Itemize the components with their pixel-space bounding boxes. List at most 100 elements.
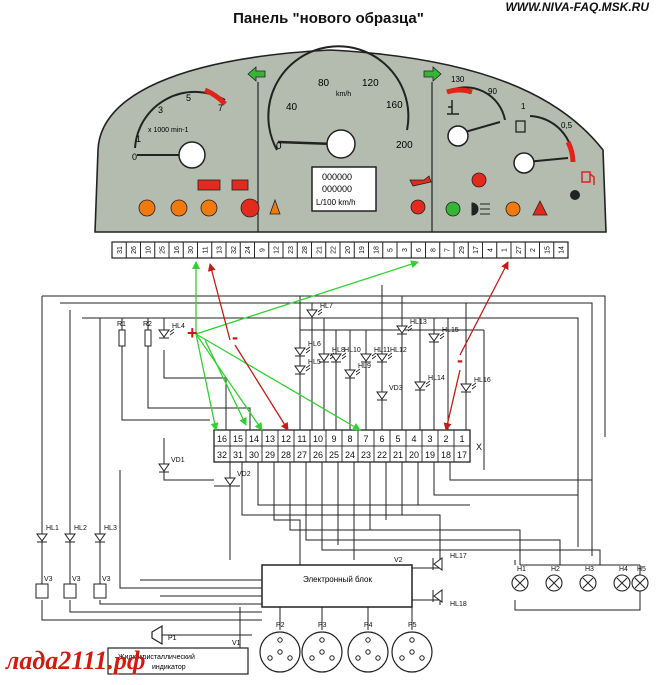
brake-pad-warning-icon (138, 199, 156, 217)
connector-pin-label: 11 (297, 434, 306, 444)
connector-pin-label: 10 (313, 434, 323, 444)
minus-sign-left: - (232, 327, 238, 347)
gauge-label: P5 (408, 622, 417, 629)
lamp-label: H4 (619, 566, 628, 573)
panel-pin-label: 19 (359, 246, 366, 254)
tacho-tick-5: 5 (186, 93, 191, 103)
connector-pin-label: 12 (281, 434, 291, 444)
panel-pin-label: 9 (259, 248, 266, 252)
diode-label: HL13 (410, 319, 427, 326)
vd-label: VD1 (171, 457, 185, 464)
lamp: H2 (545, 566, 563, 592)
page-title: Панель "нового образца" (233, 10, 424, 27)
connector-pin-label: 20 (409, 450, 419, 460)
connector-pin-label: 2 (443, 434, 448, 444)
led-label: HL1 (46, 525, 59, 532)
seatbelt-warning-icon (269, 198, 281, 215)
panel-pin-label: 4 (487, 248, 494, 252)
electronic-block-label: Электронный блок (303, 575, 372, 584)
diode-label: HL7 (320, 303, 333, 310)
fuel-pump-icon (515, 120, 526, 133)
check-engine-icon (200, 199, 218, 217)
led-diode: HL9 (344, 363, 371, 379)
panel-pin-label: 16 (174, 246, 181, 254)
led-diode: HL15 (428, 327, 459, 343)
panel-pin-label: 2 (530, 248, 537, 252)
panel-pin-label: 10 (145, 246, 152, 254)
panel-pin-label: 32 (231, 246, 238, 254)
panel-pin-label: 8 (430, 248, 437, 252)
gauge: P4 (347, 622, 389, 673)
lcd-label-2: индикатор (152, 664, 186, 671)
connector-pin-label: 30 (249, 450, 259, 460)
connector-pin-label: 8 (347, 434, 352, 444)
led-diode: HL8 (318, 347, 345, 363)
panel-pin: 14 (553, 241, 569, 259)
polarity-arrows (192, 260, 509, 431)
vd-diode: VD2 (224, 471, 251, 487)
connector-pin-label: 22 (377, 450, 387, 460)
odometer-line-3: L/100 km/h (316, 198, 356, 207)
tacho-tick-1: 1 (136, 134, 141, 144)
temp-tick-90: 90 (488, 87, 497, 96)
panel-pin-label: 14 (559, 246, 566, 254)
connector-pin-bottom: 17 (453, 445, 471, 463)
connector-pin-label: 25 (329, 450, 339, 460)
lamp-label: H2 (551, 566, 560, 573)
speedo-tick-160: 160 (386, 100, 403, 111)
temperature-gauge: 130 90 (446, 75, 506, 147)
vd-diode: VD1 (158, 457, 185, 473)
v2-label: V2 (394, 557, 403, 564)
connector-pin-label: 28 (281, 450, 291, 460)
panel-pin-label: 17 (473, 246, 480, 254)
led-diode: HL7 (306, 303, 333, 319)
right-turn-arrow-icon (423, 66, 442, 82)
panel-pin-label: 24 (245, 246, 252, 254)
diode-label: HL11 (374, 347, 390, 354)
left-turn-arrow-icon (247, 66, 266, 82)
diode-label: HL10 (344, 347, 361, 354)
diode-label: HL5 (308, 359, 321, 366)
connector-pin-label: 15 (233, 434, 243, 444)
panel-pin-label: 6 (416, 248, 423, 252)
connector-pin-label: 1 (459, 434, 464, 444)
connector-pin-label: 5 (395, 434, 400, 444)
connector-pin-label: 24 (345, 450, 355, 460)
diode-label: HL14 (428, 375, 445, 382)
lcd-indicator: Жидкокристаллический индикатор P1 V1 (107, 624, 249, 675)
diode-label: HL16 (474, 377, 491, 384)
v3-label: V3 (72, 576, 81, 583)
lamp-label: H5 (637, 566, 646, 573)
led-diode: HL14 (414, 375, 445, 391)
buzzer-icon (151, 624, 163, 646)
indicator-led: HL2 (64, 525, 87, 543)
connector-pin-label: 7 (363, 434, 368, 444)
panel-pin-label: 1 (502, 248, 509, 252)
v3-label: V3 (44, 576, 53, 583)
panel-pin-label: 21 (316, 246, 323, 254)
panel-pin-label: 29 (459, 246, 466, 254)
high-beam-icon (471, 202, 490, 216)
tacho-unit: x 1000 min-1 (148, 127, 189, 134)
connector-pin-label: 32 (217, 450, 227, 460)
connector-pin-label: 29 (265, 450, 275, 460)
led-diode: HL12 (376, 347, 407, 363)
panel-pin-label: 3 (402, 248, 409, 252)
connector-pin-label: 26 (313, 450, 323, 460)
panel-pin-label: 7 (445, 248, 452, 252)
plus-sign: + (187, 323, 198, 343)
connector-pin-label: 14 (249, 434, 259, 444)
connector-pin-label: 17 (457, 450, 467, 460)
abs-warning-icon (471, 172, 487, 188)
tacho-tick-3: 3 (158, 105, 163, 115)
led-diode: HL10 (330, 347, 361, 363)
connector-pin-label: 16 (217, 434, 227, 444)
speedo-unit: km/h (336, 91, 351, 98)
indicator-dot-icon (570, 190, 580, 200)
led-label: HL2 (74, 525, 87, 532)
